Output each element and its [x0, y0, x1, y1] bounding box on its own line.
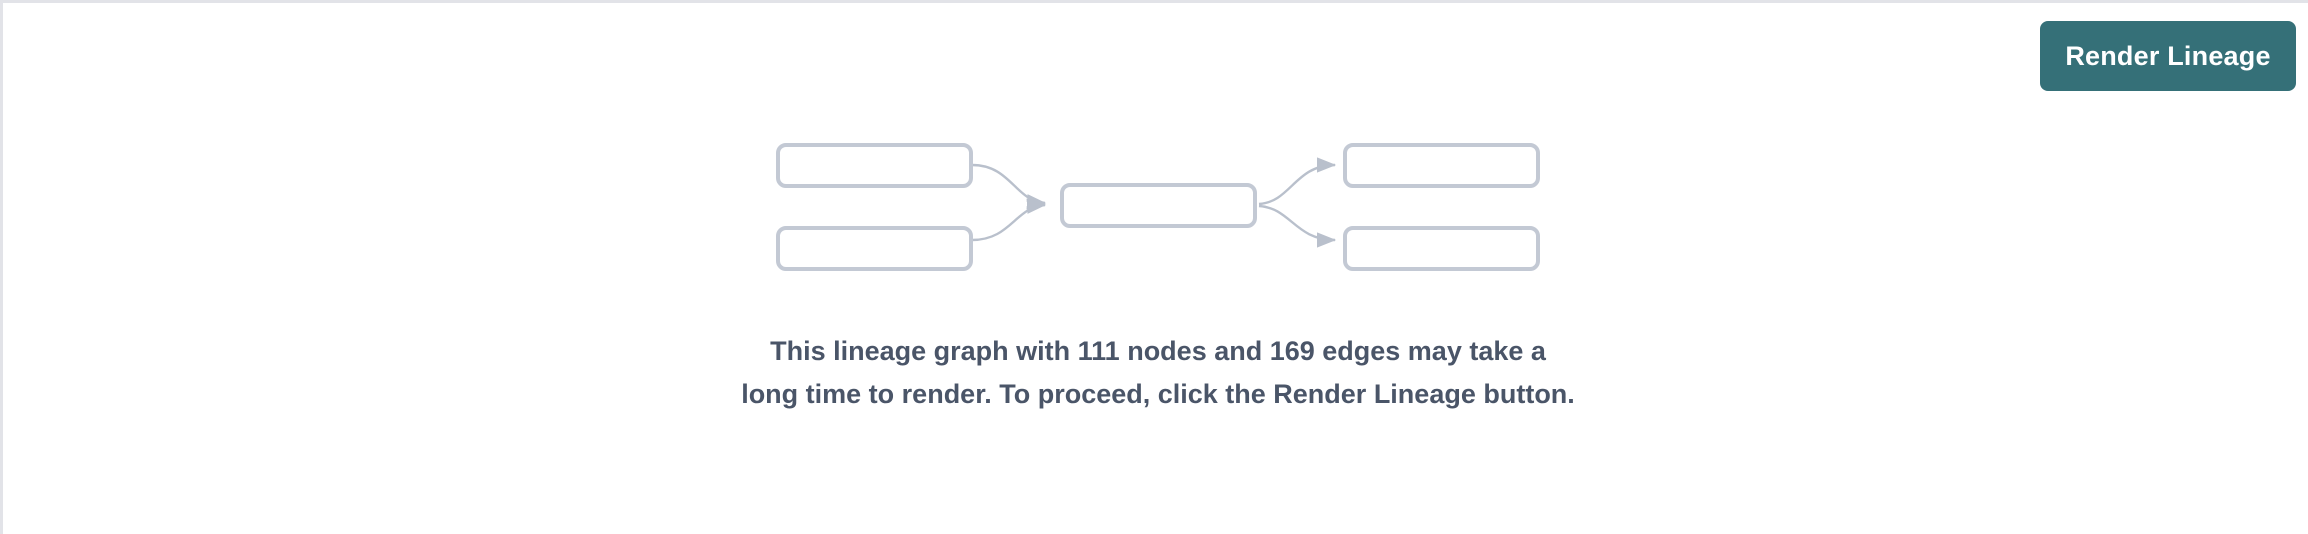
edge-center-to-right-bottom [1258, 204, 1337, 248]
lineage-node-center [1060, 183, 1257, 228]
lineage-node-right-bottom [1343, 226, 1540, 271]
render-lineage-button[interactable]: Render Lineage [2040, 21, 2296, 91]
lineage-node-left-top [776, 143, 973, 188]
edge-left-bottom-to-center [971, 198, 1047, 242]
lineage-node-right-top [1343, 143, 1540, 188]
lineage-warning-message: This lineage graph with 111 nodes and 16… [741, 336, 1575, 409]
lineage-placeholder-graph [3, 3, 2308, 534]
lineage-edges [971, 157, 1337, 248]
edge-left-top-to-center [971, 163, 1047, 210]
edge-center-to-right-top [1258, 157, 1337, 206]
lineage-node-left-bottom [776, 226, 973, 271]
